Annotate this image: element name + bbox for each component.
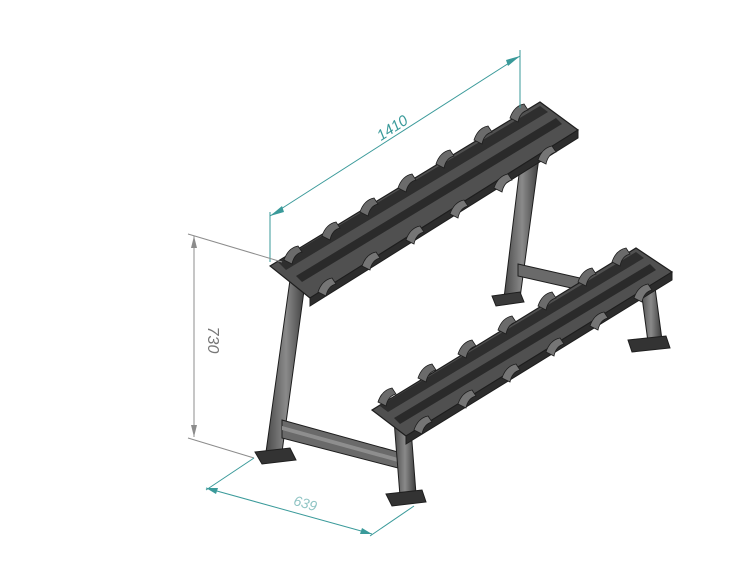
dimension-depth-label: 639: [292, 492, 319, 514]
dimension-height-label: 730: [204, 327, 221, 354]
lower-front-leg: [385, 415, 427, 507]
dimension-length-label: 1410: [374, 112, 412, 145]
front-cross-brace: [281, 419, 399, 469]
dimension-height: 730: [187, 233, 283, 459]
upper-tier-beam: [268, 101, 580, 307]
lower-tier-beam: [370, 247, 674, 445]
dimension-depth: 639: [205, 457, 415, 537]
rear-cross-brace: [517, 263, 581, 291]
